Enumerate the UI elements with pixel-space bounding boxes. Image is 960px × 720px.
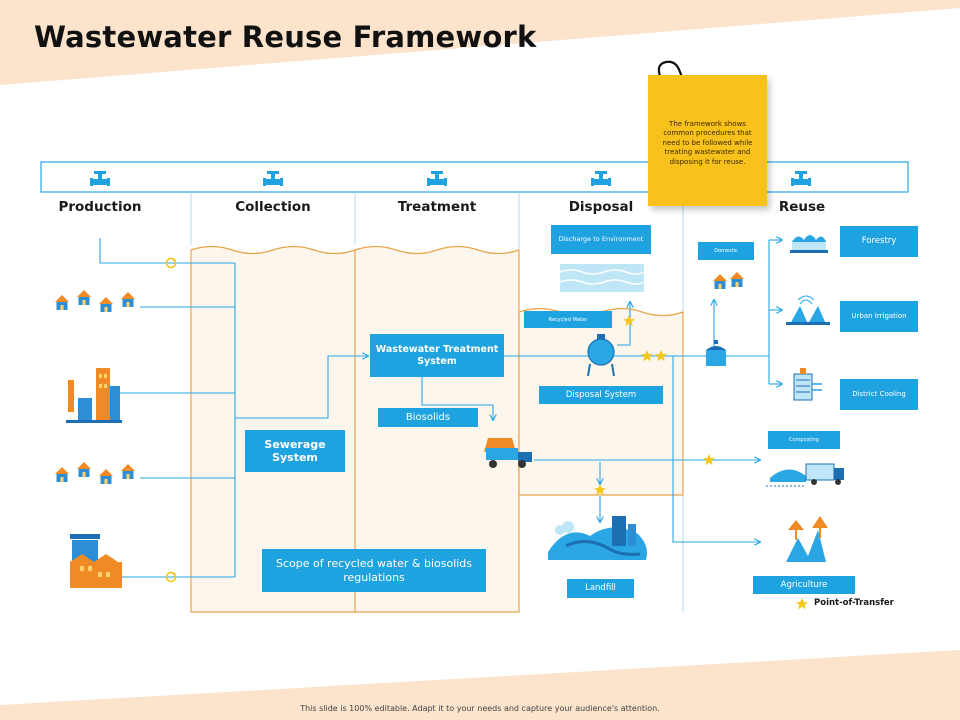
legend-label: Point-of-Transfer: [814, 598, 894, 608]
urban-irrigation-icon: [786, 295, 830, 325]
landfill-box: Landfill: [567, 579, 634, 598]
top-peach-band: [0, 0, 960, 85]
district-cooling-icon: [793, 368, 822, 401]
sewerage-system-box: Sewerage System: [245, 430, 345, 472]
water-surface-icon: [559, 264, 645, 292]
wastewater-treatment-system-box: Wastewater Treatment System: [370, 334, 504, 377]
bottom-peach-band: [0, 650, 960, 720]
disposal-system-box: Disposal System: [539, 386, 663, 404]
industry-icon: [70, 534, 122, 588]
storage-tank-icon: [587, 334, 615, 377]
urban-irrigation-box: Urban Irrigation: [840, 301, 918, 332]
water-tower-icon: [706, 340, 726, 366]
stage-reuse: Reuse: [778, 199, 826, 215]
footer-text: This slide is 100% editable. Adapt it to…: [300, 704, 660, 713]
biosolids-box: Biosolids: [378, 408, 478, 427]
paperclip-icon: [657, 60, 690, 105]
landfill-scene-icon: [548, 516, 647, 560]
agriculture-icon: [786, 516, 828, 562]
domestic-houses-icon: [713, 272, 744, 289]
composting-box: Composting: [768, 431, 840, 449]
truck-icon: [484, 438, 532, 468]
factory-icon: [66, 368, 122, 423]
domestic-box: Domestic: [698, 242, 754, 260]
stage-production: Production: [58, 199, 142, 215]
composting-truck-icon: [766, 463, 844, 487]
legend-star-icon: [796, 598, 808, 610]
page-title: Wastewater Reuse Framework: [34, 20, 537, 54]
discharge-to-environment-box: Discharge to Environment: [551, 225, 651, 254]
forestry-box: Forestry: [840, 226, 918, 257]
sticky-note: The framework shows common procedures th…: [648, 75, 767, 206]
stage-collection: Collection: [235, 199, 311, 215]
pipeline-bar: [40, 161, 909, 193]
stage-disposal: Disposal: [568, 199, 634, 215]
scope-regulations-box: Scope of recycled water & biosolids regu…: [262, 549, 486, 592]
houses-icon: [55, 462, 135, 484]
forestry-icon: [790, 235, 828, 253]
district-cooling-box: District Cooling: [840, 379, 918, 410]
agriculture-box: Agriculture: [753, 576, 855, 594]
recycled-water-box: Recycled Water: [524, 311, 612, 328]
houses-icon: [55, 290, 135, 312]
stage-treatment: Treatment: [397, 199, 477, 215]
